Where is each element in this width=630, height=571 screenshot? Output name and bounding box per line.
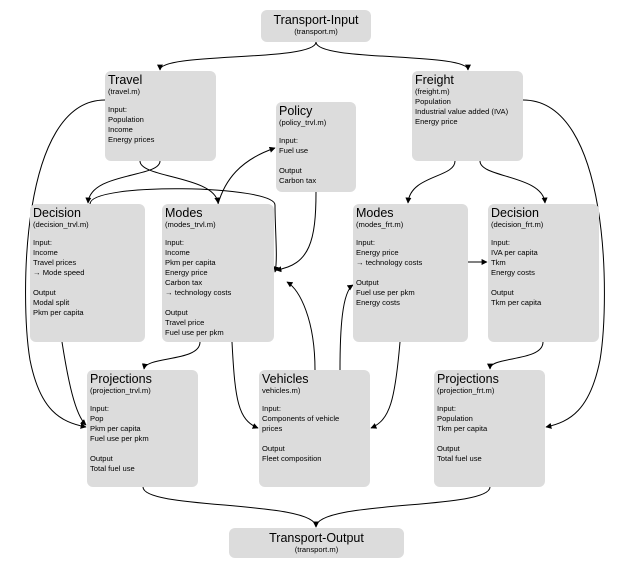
box-file: (decision_trvl.m) <box>33 220 89 229</box>
box-title: Travel <box>108 73 143 87</box>
box-title: Modes <box>165 206 203 220</box>
box-body: Input: Income Pkm per capita Energy pric… <box>165 238 232 337</box>
box-modes-trvl: Modes (modes_trvl.m) Input: Income Pkm p… <box>162 204 274 342</box>
arrow-travel-decision <box>85 160 161 204</box>
arrow-modesfrt-vehicles <box>370 341 401 429</box>
box-title: Projections <box>437 372 499 386</box>
arrow-decision-modes <box>89 188 280 273</box>
box-file: (decision_frt.m) <box>491 220 544 229</box>
box-file: (transport.m) <box>294 27 338 36</box>
box-travel: Travel (travel.m) Input: Population Inco… <box>105 71 216 161</box>
box-title: Decision <box>33 206 81 220</box>
box-title: Freight <box>415 73 454 87</box>
arrow-input-travel <box>157 41 317 71</box>
box-body: Input: Fuel use Output Carbon tax <box>279 136 317 185</box>
box-projection-frt: Projections (projection_frt.m) Input: Po… <box>434 370 545 487</box>
arrow-vehicles-modesfrt <box>339 284 354 371</box>
box-file: (travel.m) <box>108 87 141 96</box>
box-freight: Freight (freight.m) Population Industria… <box>412 71 523 161</box>
arrow-decisionfrt-projection <box>487 341 544 370</box>
arrow-freight-projection <box>522 99 605 429</box>
box-file: (projection_trvl.m) <box>90 386 151 395</box>
box-decision-trvl: Decision (decision_trvl.m) Input: Income… <box>30 204 145 342</box>
box-file: (policy_trvl.m) <box>279 118 327 127</box>
arrow-projtrvl-output <box>142 486 319 528</box>
box-title: Transport-Input <box>273 13 359 27</box>
arrow-travel-projection <box>25 99 106 429</box>
box-decision-frt: Decision (decision_frt.m) Input: IVA per… <box>488 204 599 342</box>
box-title: Vehicles <box>262 372 309 386</box>
arrow-modes-policy <box>217 146 276 205</box>
arrow-modes-vehicles <box>231 341 259 429</box>
box-transport-output: Transport-Output (transport.m) <box>229 528 404 558</box>
box-body: Input: Energy price → technology costs O… <box>356 238 423 307</box>
arrow-freight-modesfrt <box>405 160 456 204</box>
box-title: Projections <box>90 372 152 386</box>
box-transport-input: Transport-Input (transport.m) <box>261 10 371 42</box>
box-body: Input: Population Tkm per capita Output … <box>437 404 488 463</box>
arrow-decision-projection <box>61 341 87 426</box>
arrow-vehicles-modes <box>286 281 316 371</box>
box-file: (freight.m) <box>415 87 450 96</box>
box-body: Input: Pop Pkm per capita Fuel use per p… <box>90 404 149 473</box>
box-body: Input: IVA per capita Tkm Energy costs O… <box>491 238 542 307</box>
box-policy: Policy (policy_trvl.m) Input: Fuel use O… <box>276 102 356 192</box>
box-body: Population Industrial value added (IVA) … <box>415 97 509 126</box>
box-file: (modes_trvl.m) <box>165 220 216 229</box>
box-modes-frt: Modes (modes_frt.m) Input: Energy price … <box>353 204 468 342</box>
box-title: Decision <box>491 206 539 220</box>
box-file: (modes_frt.m) <box>356 220 404 229</box>
arrow-input-freight <box>315 41 471 71</box>
arrow-travel-modes <box>139 160 221 204</box>
box-body: Input: Income Travel prices → Mode speed… <box>33 238 85 317</box>
box-file: vehicles.m) <box>262 386 301 395</box>
box-title: Transport-Output <box>269 531 364 545</box>
box-file: (projection_frt.m) <box>437 386 495 395</box>
arrow-freight-decisionfrt <box>479 160 548 204</box>
arrow-projfrt-output <box>313 486 491 528</box>
box-body: Input: Components of vehicle prices Outp… <box>262 404 340 463</box>
box-title: Modes <box>356 206 394 220</box>
arrow-modes-projection <box>141 341 201 370</box>
arrow-policy-modes <box>275 191 317 273</box>
box-vehicles: Vehicles vehicles.m) Input: Components o… <box>259 370 370 487</box>
box-file: (transport.m) <box>294 545 339 554</box>
box-projection-trvl: Projections (projection_trvl.m) Input: P… <box>87 370 198 487</box>
box-title: Policy <box>279 104 313 118</box>
box-body: Input: Population Income Energy prices <box>108 105 155 144</box>
